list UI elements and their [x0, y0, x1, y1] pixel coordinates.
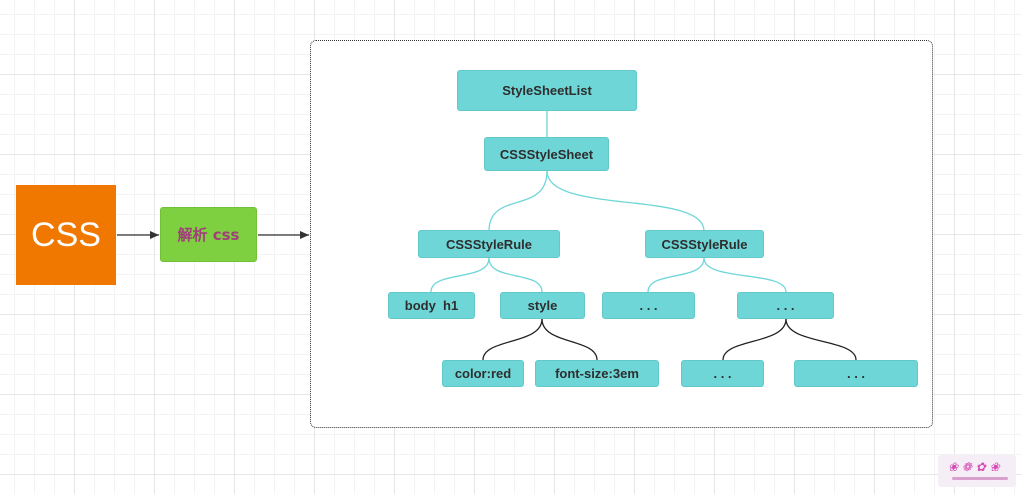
edge-rule-right-child2 — [703, 257, 787, 293]
node-style: style — [500, 292, 585, 319]
css-input-box: CSS — [16, 185, 116, 285]
watermark-glyphs: ❀ ❁ ✿ ❀ — [948, 460, 1000, 474]
edge-child2-leaf1 — [722, 318, 787, 361]
node-cssstylesheet: CSSStyleSheet — [484, 137, 609, 171]
node-style-label: style — [527, 298, 558, 313]
node-leaf-1: . . . — [681, 360, 764, 387]
edge-rule-left-selector — [430, 257, 490, 293]
edge-style-font-size — [541, 318, 598, 361]
edge-style-color — [482, 318, 543, 361]
watermark-logo — [938, 455, 1016, 487]
node-font-size: font-size:3em — [535, 360, 659, 387]
node-cssstylesheet-label: CSSStyleSheet — [499, 146, 594, 162]
node-leaf-1-label: . . . — [713, 366, 732, 381]
node-right-child-2: . . . — [737, 292, 834, 319]
parse-css-box: 解析 css — [160, 207, 257, 262]
node-selector: body h1 — [388, 292, 475, 319]
node-cssstylerule-right: CSSStyleRule — [645, 230, 764, 258]
node-selector-label: body h1 — [404, 298, 459, 313]
edge-sheet-rule-right — [546, 170, 705, 232]
node-cssstylerule-right-label: CSSStyleRule — [661, 236, 748, 252]
edge-rule-left-style — [488, 257, 543, 293]
node-cssstylerule-left-label: CSSStyleRule — [446, 236, 532, 252]
css-input-label: CSS — [31, 215, 101, 254]
node-right-child-1: . . . — [602, 292, 695, 319]
node-stylesheetlist-label: StyleSheetList — [502, 83, 592, 98]
edge-rule-right-child1 — [647, 257, 705, 293]
node-cssstylerule-left: CSSStyleRule — [418, 230, 560, 258]
node-font-size-label: font-size:3em — [555, 366, 639, 381]
node-leaf-2-label: . . . — [846, 366, 866, 381]
edge-child2-leaf2 — [785, 318, 857, 361]
node-leaf-2: . . . — [794, 360, 918, 387]
edge-sheet-rule-left — [488, 170, 548, 232]
node-color-red-label: color:red — [454, 366, 512, 381]
node-stylesheetlist: StyleSheetList — [457, 70, 637, 111]
node-right-child-2-label: . . . — [776, 298, 795, 313]
parse-css-label: 解析 css — [177, 226, 240, 244]
watermark-underline — [952, 477, 1008, 480]
node-color-red: color:red — [442, 360, 524, 387]
node-right-child-1-label: . . . — [639, 298, 658, 313]
